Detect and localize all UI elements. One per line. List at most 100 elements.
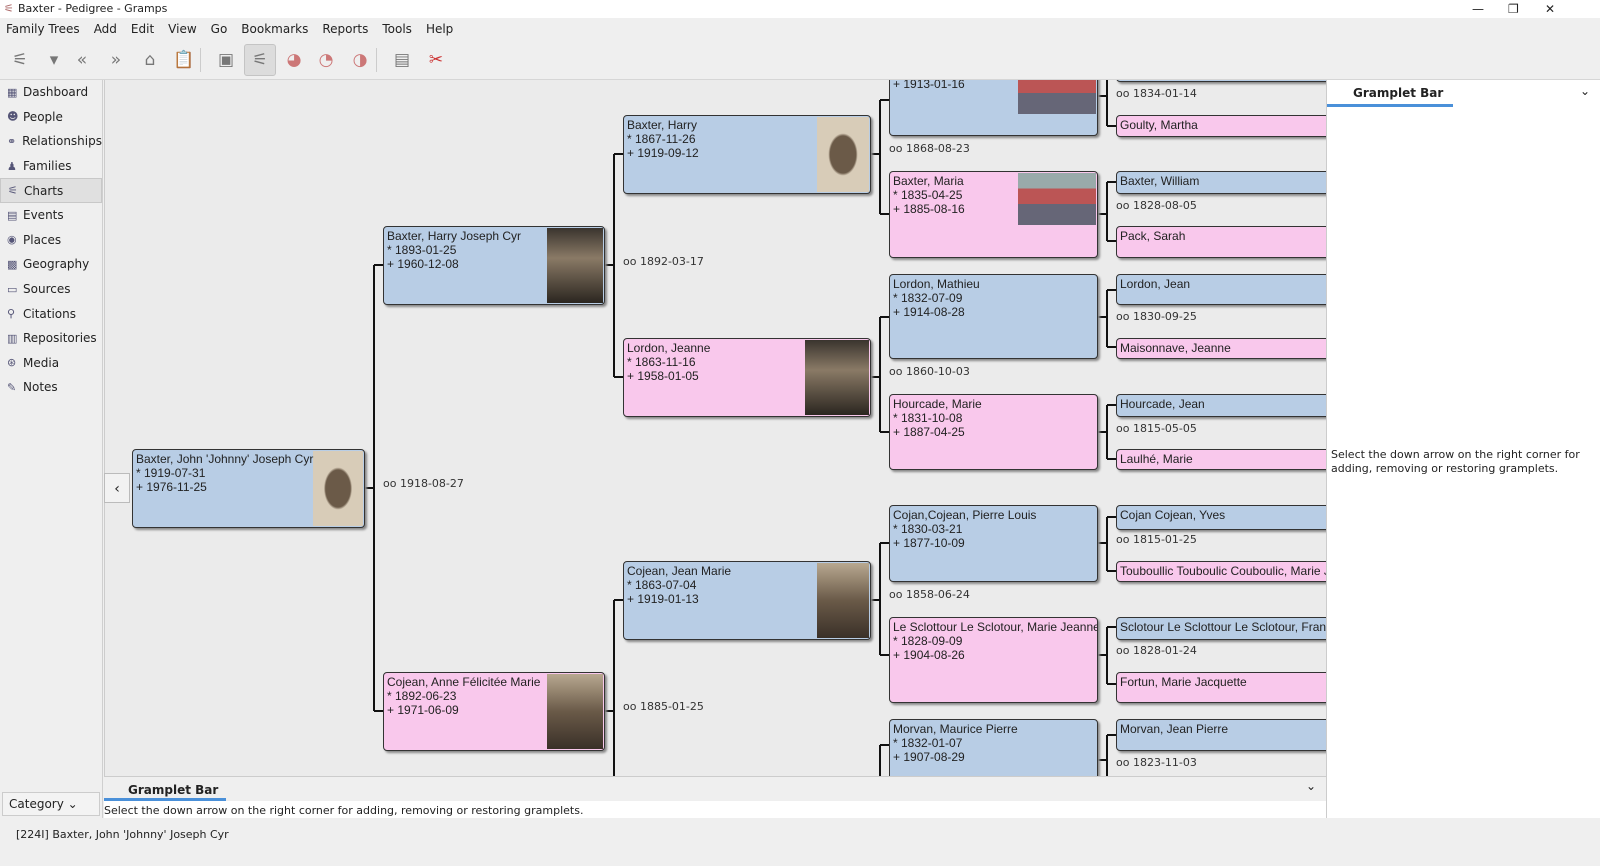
sidebar-item-places[interactable]: ◉Places: [0, 228, 102, 253]
death-date: + 1904-08-26: [893, 648, 965, 662]
dropdown-arrow-icon[interactable]: ▾: [49, 50, 59, 70]
gramplet-bar-tab[interactable]: Gramplet Bar: [104, 777, 226, 801]
person-photo: [817, 117, 869, 192]
pedigree-canvas[interactable]: Baxter, John 'Johnny' Joseph Cyr* 1919-0…: [104, 80, 1326, 776]
person-box[interactable]: Pack, Sarah: [1116, 226, 1326, 258]
marriage-date: oo 1868-08-23: [889, 142, 970, 155]
menu-view[interactable]: View: [168, 22, 197, 36]
sidebar-item-people[interactable]: ☻People: [0, 105, 102, 130]
menu-tools[interactable]: Tools: [382, 22, 412, 36]
birth-date: * 1893-01-25: [387, 243, 457, 257]
marriage-date: oo 1815-05-05: [1116, 422, 1197, 435]
sidebar-item-citations[interactable]: ⚲Citations: [0, 301, 102, 326]
sidebar-item-notes[interactable]: ✎Notes: [0, 375, 102, 400]
person-box[interactable]: Laulhé, Marie: [1116, 449, 1326, 470]
sidebar-item-label: Charts: [24, 183, 64, 198]
fan-chart-icon[interactable]: ◕: [286, 50, 302, 70]
person-box[interactable]: Cojean, Jean Marie* 1863-07-04+ 1919-01-…: [623, 561, 871, 640]
person-box[interactable]: Baxter, Harry Joseph Cyr* 1893-01-25+ 19…: [383, 226, 605, 305]
person-box[interactable]: Cojan Cojean, Yves: [1116, 505, 1326, 530]
person-box[interactable]: Baxter, John 'Johnny' Joseph Cyr* 1919-0…: [132, 449, 365, 528]
sidebar-item-media[interactable]: ⊛Media: [0, 351, 102, 376]
close-button[interactable]: ✕: [1545, 2, 1556, 16]
person-box[interactable]: Le Sclottour Le Sclotour, Marie Jeanne* …: [889, 617, 1098, 703]
pedigree-icon[interactable]: ⚟: [12, 50, 28, 70]
sidebar-item-geography[interactable]: ▩Geography: [0, 252, 102, 277]
menu-family-trees[interactable]: Family Trees: [6, 22, 80, 36]
person-box[interactable]: Maisonnave, Jeanne: [1116, 338, 1326, 359]
menu-help[interactable]: Help: [425, 22, 454, 36]
families-icon: ♟: [7, 159, 17, 173]
person-box[interactable]: Cojean, Anne Félicitée Marie* 1892-06-23…: [383, 672, 605, 751]
death-date: + 1958-01-05: [627, 369, 699, 383]
person-box[interactable]: [1116, 80, 1326, 82]
menu-edit[interactable]: Edit: [130, 22, 155, 36]
person-box[interactable]: Lordon, Mathieu* 1832-07-09+ 1914-08-28: [889, 274, 1098, 359]
birth-date: * 1863-11-16: [627, 355, 696, 369]
forward-icon[interactable]: »: [110, 50, 122, 70]
person-name: Cojan Cojean, Yves: [1120, 508, 1226, 522]
minimize-button[interactable]: —: [1472, 2, 1484, 16]
places-icon: ◉: [7, 233, 17, 247]
people-icon: ☻: [7, 110, 19, 124]
death-date: + 1976-11-25: [136, 480, 207, 494]
person-name: Laulhé, Marie: [1120, 452, 1193, 466]
person-box[interactable]: Cojan,Cojean, Pierre Louis* 1830-03-21+ …: [889, 505, 1098, 582]
edit-person-icon[interactable]: ▣: [217, 50, 235, 70]
connector-line: [1098, 734, 1116, 776]
menu-add[interactable]: Add: [93, 22, 117, 36]
sidebar-item-families[interactable]: ♟ Families: [0, 154, 102, 179]
two-way-fan-icon[interactable]: ◑: [352, 50, 368, 70]
gramplet-bar-tab[interactable]: Gramplet Bar: [1327, 80, 1453, 107]
menu-go[interactable]: Go: [210, 22, 228, 36]
collapse-left-button[interactable]: ‹: [104, 473, 130, 503]
menu-reports[interactable]: Reports: [322, 22, 369, 36]
death-date: + 1885-08-16: [893, 202, 965, 216]
person-box[interactable]: Lordon, Jeanne* 1863-11-16+ 1958-01-05: [623, 338, 871, 417]
descendant-fan-icon[interactable]: ◔: [318, 50, 334, 70]
person-box[interactable]: Fortun, Marie Jacquette: [1116, 672, 1326, 703]
person-box[interactable]: Morvan, Maurice Pierre* 1832-01-07+ 1907…: [889, 719, 1098, 776]
clipboard-icon[interactable]: 📋: [173, 50, 195, 70]
person-box[interactable]: Hourcade, Marie* 1831-10-08+ 1887-04-25: [889, 394, 1098, 470]
person-name: Cojean, Anne Félicitée Marie: [387, 675, 541, 689]
tools-icon[interactable]: ✂: [428, 50, 444, 70]
person-name: Hourcade, Jean: [1120, 397, 1205, 411]
media-icon: ⊛: [7, 356, 17, 370]
person-box[interactable]: * 1841-10-21+ 1913-01-16: [889, 80, 1098, 136]
category-dropdown[interactable]: Category ⌄: [2, 792, 100, 816]
person-name: Baxter, Harry: [627, 118, 698, 132]
person-name: Lordon, Mathieu: [893, 277, 980, 291]
person-box[interactable]: Baxter, William: [1116, 171, 1326, 194]
home-icon[interactable]: ⌂: [144, 50, 156, 70]
sidebar-item-charts[interactable]: ⚟Charts: [0, 178, 102, 203]
category-label: Category: [9, 797, 64, 811]
pedigree-view-icon[interactable]: ⚟: [244, 44, 276, 76]
sidebar-item-label: Relationships: [22, 134, 102, 149]
back-icon[interactable]: «: [76, 50, 88, 70]
person-box[interactable]: Baxter, Maria* 1835-04-25+ 1885-08-16: [889, 171, 1098, 258]
report-icon[interactable]: ▤: [393, 50, 411, 70]
person-name: Baxter, Maria: [893, 174, 964, 188]
sidebar-item-repositories[interactable]: ▥Repositories: [0, 326, 102, 351]
sidebar-item-dashboard[interactable]: ▦Dashboard: [0, 80, 102, 105]
chevron-down-icon[interactable]: ⌄: [1305, 779, 1316, 793]
person-name: Touboullic Touboulic Couboulic, Marie Je…: [1120, 564, 1326, 578]
sidebar-item-sources[interactable]: ▭Sources: [0, 277, 102, 302]
birth-date: * 1867-11-26: [627, 132, 696, 146]
citations-icon: ⚲: [7, 307, 16, 321]
person-box[interactable]: Sclotour Le Sclottour Le Sclotour, Franç…: [1116, 617, 1326, 640]
person-box[interactable]: Baxter, Harry* 1867-11-26+ 1919-09-12: [623, 115, 871, 194]
death-date: + 1907-08-29: [893, 750, 965, 764]
person-box[interactable]: Lordon, Jean: [1116, 274, 1326, 305]
person-box[interactable]: Hourcade, Jean: [1116, 394, 1326, 417]
person-box[interactable]: Goulty, Martha: [1116, 115, 1326, 137]
person-box[interactable]: Morvan, Jean Pierre: [1116, 719, 1326, 751]
sidebar-item-relationships[interactable]: ⚭Relationships: [0, 129, 102, 154]
menu-bookmarks[interactable]: Bookmarks: [241, 22, 309, 36]
person-box[interactable]: Touboullic Touboulic Couboulic, Marie Je…: [1116, 561, 1326, 582]
chevron-down-icon[interactable]: ⌄: [1579, 84, 1590, 98]
sidebar-item-events[interactable]: ▤Events: [0, 203, 102, 228]
sidebar-item-label: Families: [23, 159, 72, 174]
restore-button[interactable]: ❐: [1508, 2, 1519, 16]
